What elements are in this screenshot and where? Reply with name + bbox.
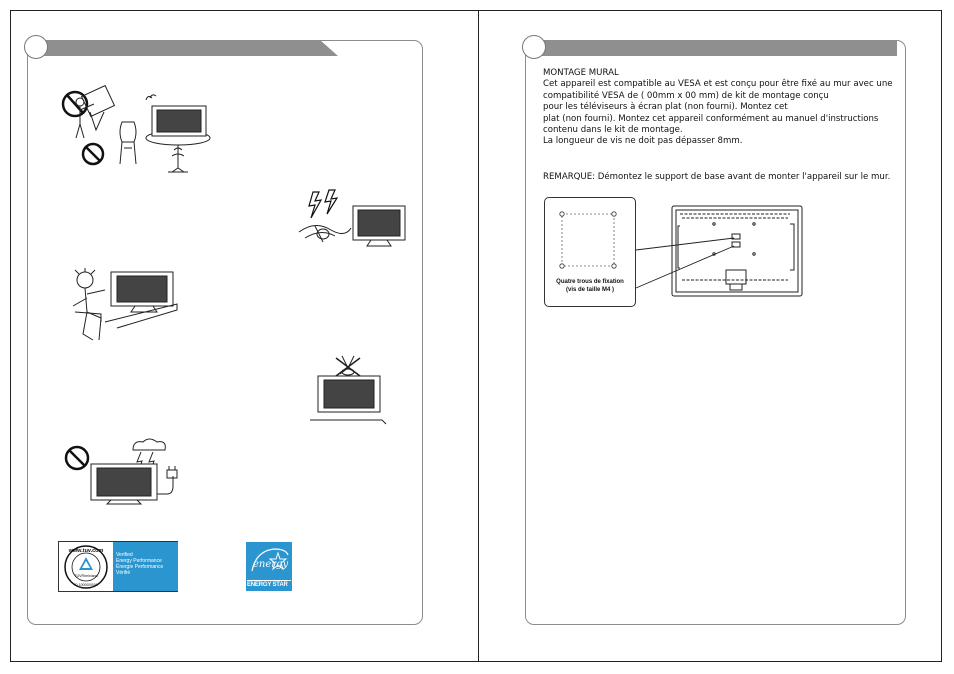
page-divider [478, 10, 479, 662]
table-icon [145, 130, 211, 173]
tuv-line-3: Énergie Performance [116, 564, 164, 570]
energy-script-text: energy [253, 559, 288, 570]
tv-icon [104, 271, 178, 329]
remark-text: REMARQUE: Démontez le support de base av… [543, 172, 893, 183]
right-header-tab [536, 40, 897, 56]
callout-caption-2: (vis de taille M4 ) [565, 287, 614, 293]
objects-on-tv-illustration [310, 355, 387, 425]
person-carrying-tv-icon [75, 84, 116, 139]
person-icon [72, 268, 106, 341]
page-frame [10, 10, 942, 662]
tuv-id-text: ID 1000000000 [74, 583, 97, 587]
storm-unplug-illustration [64, 438, 178, 505]
body-line-2: compatibilité VESA de ( 00mm x 00 mm) de… [543, 90, 829, 101]
tuv-seal-icon: www.tuv.com TÜVRheinland ID 1000000000 [64, 545, 108, 589]
tuv-center-text: TÜVRheinland [74, 574, 97, 578]
prohibited-icon [64, 445, 90, 471]
tv-on-table-illustration [61, 84, 211, 173]
vesa-holes-diagram [559, 211, 617, 269]
mounting-holes-callout: Quatre trous de fixation (vis de taille … [544, 197, 636, 307]
left-panel [24, 35, 423, 625]
lightning-plug-illustration [298, 189, 406, 247]
right-header-circle [522, 35, 546, 59]
left-header-circle [24, 35, 48, 59]
chair-icon [119, 121, 137, 165]
callout-caption-1: Quatre trous de fixation [556, 279, 624, 285]
body-line-1: Cet appareil est compatible au VESA et e… [543, 79, 893, 90]
tv-rear-diagram [635, 205, 803, 297]
tuv-ring-text: www.tuv.com [68, 548, 104, 554]
tv-back-icon [671, 205, 803, 297]
energy-star-label: ENERGY STAR [247, 582, 288, 588]
body-line-6: La longueur de vis ne doit pas dépasser … [543, 136, 743, 147]
tuv-line-1: Verified [116, 552, 133, 558]
tv-icon [90, 463, 158, 505]
tuv-line-2: Energy Performance [116, 558, 162, 564]
tuv-line-4: Vérifié [116, 570, 131, 576]
plug-icon [298, 225, 352, 243]
energy-star-icon: energy [251, 548, 289, 572]
lightning-icon [308, 189, 339, 219]
tv-icon [145, 94, 207, 157]
tv-icon [352, 205, 406, 247]
body-line-5: contenu dans le kit de montage. [543, 125, 683, 136]
left-header-tab [38, 40, 338, 56]
right-panel [522, 35, 906, 625]
wall-mount-text: MONTAGE MURAL Cet appareil est compatibl… [543, 68, 893, 148]
prohibited-objects-icon [335, 355, 361, 377]
tuv-logo: www.tuv.com TÜVRheinland ID 1000000000 V… [58, 541, 178, 592]
body-line-4: plat (non fourni). Montez cet appareil c… [543, 113, 879, 124]
remark-line: REMARQUE: Démontez le support de base av… [543, 172, 891, 182]
tuv-blue-panel: Verified Energy Performance Énergie Perf… [113, 542, 178, 591]
tv-icon [310, 375, 387, 425]
body-line-3: pour les téléviseurs à écran plat (non f… [543, 102, 788, 113]
energy-star-logo: energy ENERGY STAR [246, 542, 292, 591]
section-heading: MONTAGE MURAL [543, 68, 619, 78]
plug-icon [157, 466, 178, 495]
seated-person-illustration [72, 268, 178, 341]
